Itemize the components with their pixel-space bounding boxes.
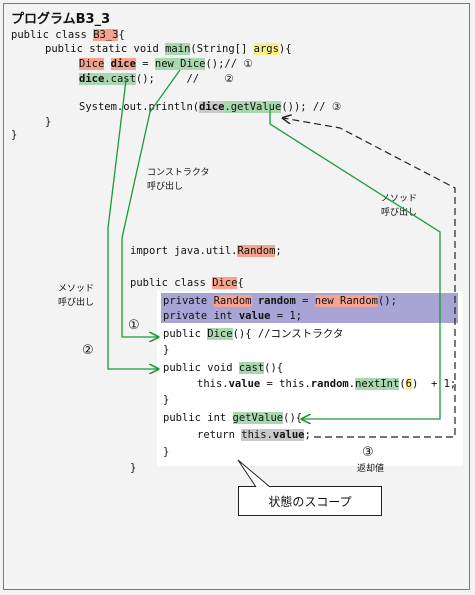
new-random-call: new Random	[314, 295, 378, 307]
method-call-note-left: メソッド 呼び出し	[58, 284, 95, 308]
code-text: {	[118, 29, 125, 41]
getvalue-method-name: getValue	[232, 412, 284, 424]
code-text: ){	[278, 43, 292, 55]
value-field: value	[228, 378, 261, 390]
code-text: public int	[163, 412, 233, 424]
code-text: ();// ①	[205, 58, 253, 70]
dice-type: Dice	[79, 58, 105, 70]
marker-two: ②	[82, 343, 94, 358]
code-text: private	[163, 295, 214, 307]
callout-pointer	[237, 459, 271, 488]
code-text: private int	[163, 310, 239, 322]
code-text: ();	[377, 295, 397, 307]
dice-cast-line: dice.cast(); // ②	[79, 72, 234, 86]
getvalue-call: .getValue	[224, 101, 282, 113]
code-text: {	[237, 277, 244, 289]
code-text: System.out.println(	[79, 101, 200, 113]
arrow-getvalue-call	[269, 110, 441, 419]
code-text: (String[]	[190, 43, 254, 55]
class-name-b3-3: B3_3	[93, 29, 119, 41]
code-text: import java.util.	[130, 245, 238, 257]
dice-class-declaration: public class Dice{	[130, 276, 244, 290]
return-line: return this.value;	[197, 428, 311, 442]
code-text: (){	[264, 362, 284, 374]
random-field: random	[310, 378, 349, 390]
constructor-call-note: コンストラクタ 呼び出し	[147, 168, 210, 192]
random-import-name: Random	[237, 245, 276, 257]
nextint-call: nextInt	[355, 378, 400, 390]
random-type: Random	[213, 295, 252, 307]
main-class-line1: public class B3_3{	[11, 28, 125, 42]
return-value-field: value	[272, 429, 305, 441]
dice-variable: dice	[110, 58, 136, 70]
code-text: ()); // ③	[281, 101, 342, 113]
state-scope-callout: 状態のスコープ	[238, 486, 382, 516]
code-text: this.	[197, 378, 229, 390]
code-text: .	[348, 378, 356, 390]
code-text: = this.	[260, 378, 311, 390]
constructor-name: Dice	[207, 328, 233, 340]
cast-method-name: cast	[238, 362, 265, 374]
code-text: (){ //コンストラクタ	[232, 328, 344, 340]
code-text: ;	[275, 245, 282, 257]
code-text: public class	[11, 29, 94, 41]
main-method-name: main	[165, 43, 191, 55]
method-call-note-right: メソッド 呼び出し	[381, 194, 418, 218]
code-text: return	[197, 429, 242, 441]
code-text: public	[163, 328, 208, 340]
cast-method-close: }	[163, 394, 170, 406]
import-line: import java.util.Random;	[130, 244, 282, 258]
main-class-close: }	[11, 129, 18, 141]
cast-call: .cast	[104, 73, 136, 85]
dice-variable: dice	[79, 73, 105, 85]
dice-class-name: Dice	[212, 277, 238, 289]
value-field-line: private int value = 1;	[163, 309, 302, 323]
marker-three: ③	[362, 445, 374, 460]
code-text: ) + 1;	[411, 378, 457, 390]
code-text: public static void	[45, 43, 166, 55]
random-field-line: private Random random = new Random();	[163, 294, 397, 308]
getvalue-method-close: }	[163, 446, 170, 458]
return-this: this.	[241, 429, 273, 441]
dice-variable: dice	[199, 101, 225, 113]
code-text: (	[399, 378, 406, 390]
marker-one: ①	[128, 318, 140, 333]
value-field: value	[238, 310, 271, 322]
random-field: random	[257, 295, 296, 307]
figure-title: プログラムB3_3	[11, 12, 111, 27]
constructor-close: }	[163, 344, 170, 356]
println-line: System.out.println(dice.getValue()); // …	[79, 100, 341, 114]
code-text: public class	[130, 277, 213, 289]
nextint-arg: 6	[405, 378, 412, 390]
dice-instantiation-line: Dice dice = new Dice();// ①	[79, 57, 253, 71]
arrow-return-value	[283, 118, 456, 438]
arrow-cast-call	[107, 79, 158, 369]
dice-class-close: }	[130, 462, 137, 474]
main-method-line: public static void main(String[] args){	[45, 42, 292, 56]
fields-band	[161, 293, 458, 323]
getvalue-method-line: public int getValue(){	[163, 411, 302, 425]
new-dice-call: new Dice	[154, 58, 206, 70]
return-value-note: 返却値	[357, 464, 385, 474]
main-method-close: }	[45, 116, 52, 128]
code-text: (); // ②	[135, 73, 234, 85]
code-text: = 1;	[270, 310, 303, 322]
arrow-constructor-call	[121, 69, 181, 337]
code-text: =	[135, 58, 155, 70]
constructor-line: public Dice(){ //コンストラクタ	[163, 327, 343, 341]
args-param: args	[253, 43, 279, 55]
cast-body-line: this.value = this.random.nextInt(6) + 1;	[197, 377, 456, 391]
code-text: public void	[163, 362, 239, 374]
code-text: (){	[283, 412, 303, 424]
code-text: =	[295, 295, 315, 307]
code-text: ;	[304, 429, 311, 441]
cast-method-line: public void cast(){	[163, 361, 283, 375]
